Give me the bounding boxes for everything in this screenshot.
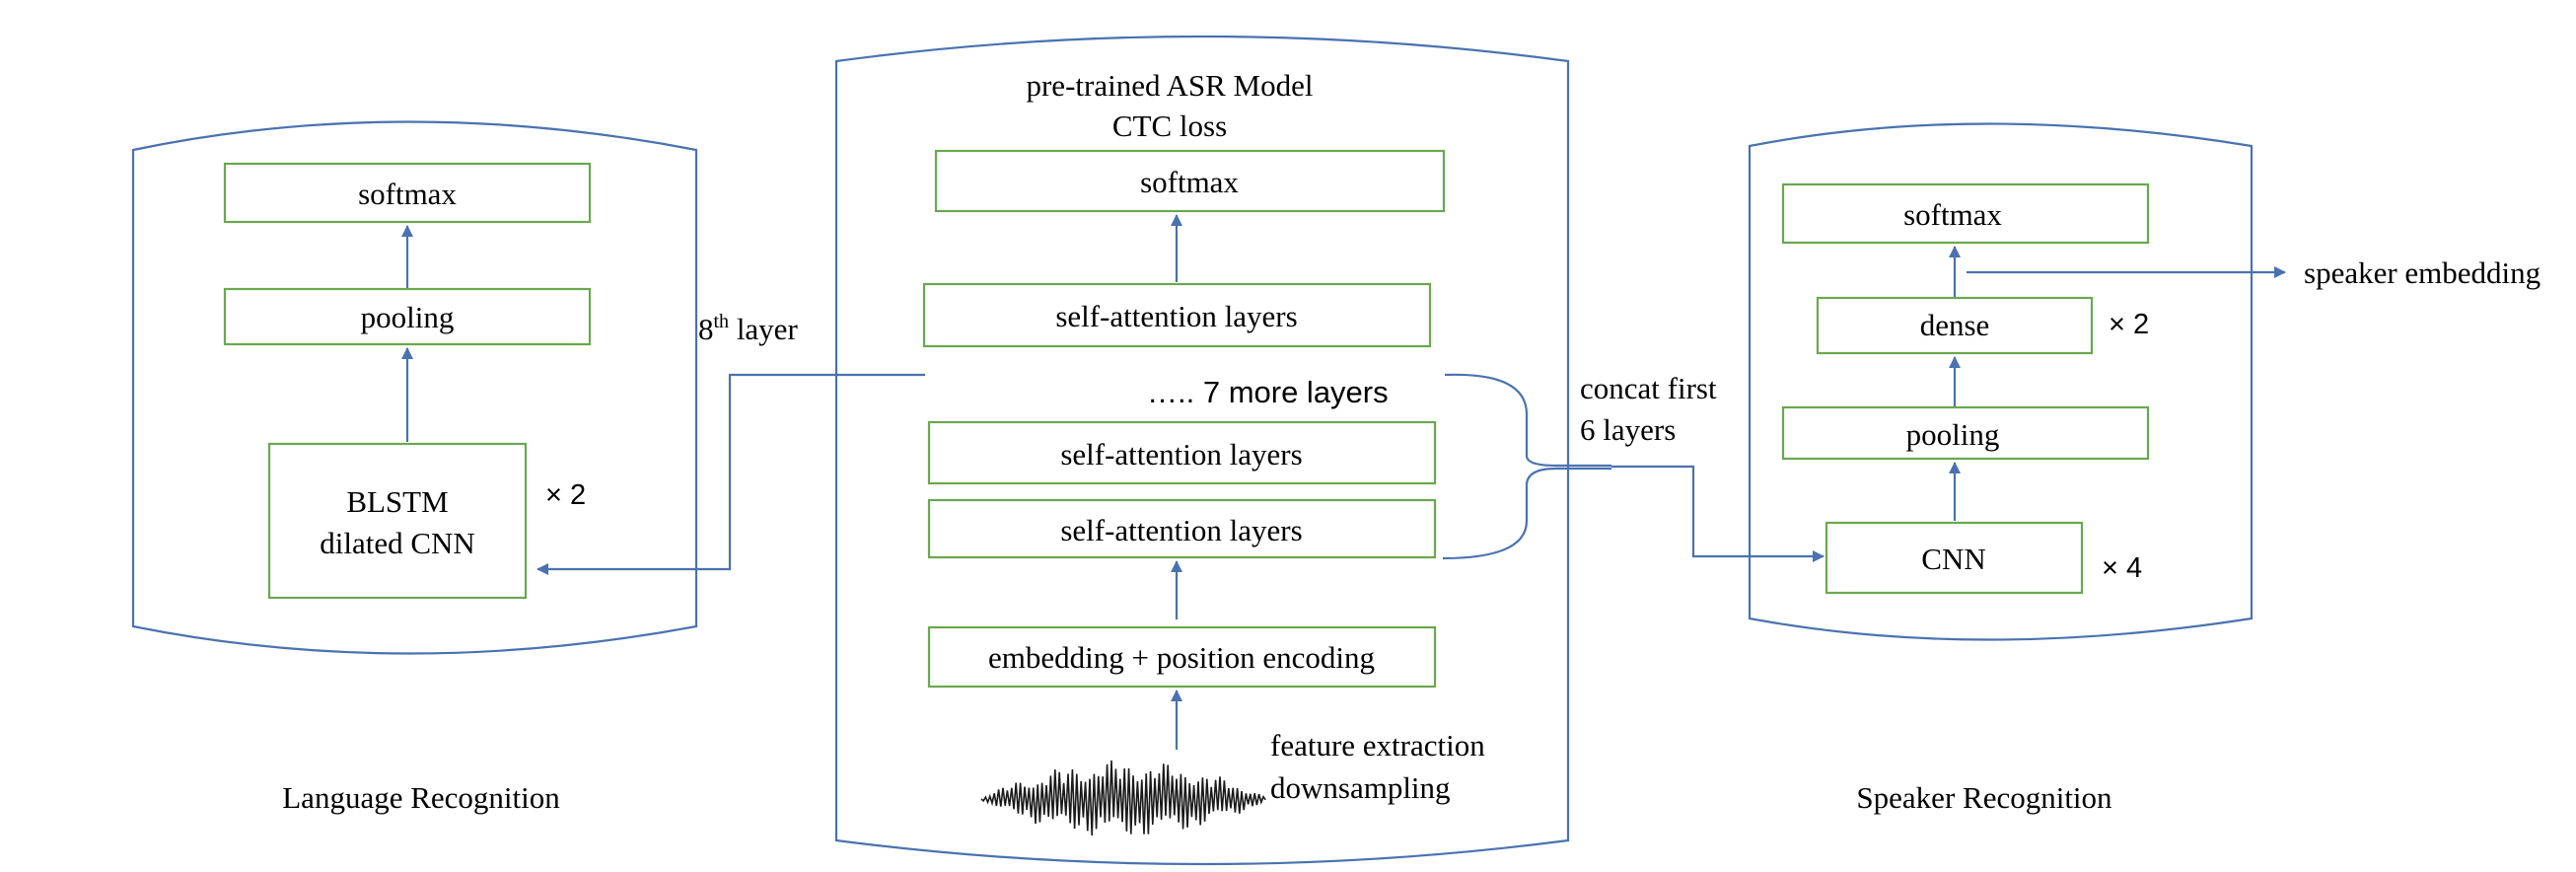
speaker-panel-cylinder bbox=[1748, 122, 2254, 641]
asr-self-attention-mid-box bbox=[927, 420, 1437, 485]
asr-panel-cylinder bbox=[834, 35, 1570, 866]
concat-connector-from-first-attention bbox=[1442, 467, 1611, 560]
concat-label-1: concat first bbox=[1580, 371, 1717, 405]
speaker-dense-box bbox=[1816, 296, 2094, 355]
language-softmax-label: softmax bbox=[358, 177, 457, 211]
asr-feature-label-2: downsampling bbox=[1270, 770, 1451, 805]
asr-self-attention-top-box bbox=[922, 282, 1432, 348]
speaker-cnn-box bbox=[1825, 521, 2084, 595]
speaker-softmax-box bbox=[1781, 182, 2150, 245]
language-recognition-caption: Language Recognition bbox=[282, 780, 560, 815]
asr-self-attention-low-label: self-attention layers bbox=[1060, 513, 1302, 547]
audio-waveform-icon bbox=[980, 760, 1266, 836]
concat-label-2: 6 layers bbox=[1580, 412, 1676, 447]
asr-feature-label-1: feature extraction bbox=[1270, 728, 1485, 763]
asr-self-attention-top-label: self-attention layers bbox=[1055, 299, 1297, 333]
asr-title-line2: CTC loss bbox=[1112, 109, 1227, 143]
language-pooling-label: pooling bbox=[361, 300, 455, 334]
language-panel-cylinder bbox=[131, 120, 698, 655]
asr-more-layers-label: ….. 7 more layers bbox=[1147, 375, 1389, 409]
asr-embedding-box bbox=[927, 625, 1437, 689]
eighth-layer-connector bbox=[537, 373, 925, 575]
speaker-recognition-panel: softmax speaker embedding dense × 2 pool… bbox=[1748, 122, 2540, 815]
asr-softmax-label: softmax bbox=[1140, 165, 1239, 199]
speaker-pooling-box bbox=[1781, 405, 2150, 461]
language-blstm-label-2: dilated CNN bbox=[320, 526, 475, 560]
speaker-dense-repeat-label: × 2 bbox=[2109, 309, 2149, 340]
speaker-softmax-label: softmax bbox=[1903, 197, 2002, 232]
asr-embedding-label: embedding + position encoding bbox=[988, 640, 1375, 675]
speaker-pooling-label: pooling bbox=[1906, 417, 2000, 452]
concat-to-cnn-connector bbox=[1611, 465, 1825, 562]
speaker-cnn-repeat-label: × 4 bbox=[2102, 552, 2142, 584]
language-softmax-box bbox=[223, 162, 592, 224]
language-blstm-box bbox=[267, 442, 528, 600]
language-blstm-label-1: BLSTM bbox=[346, 484, 448, 519]
asr-title-line1: pre-trained ASR Model bbox=[1026, 68, 1313, 103]
speaker-dense-label: dense bbox=[1920, 308, 1990, 342]
asr-self-attention-low-box bbox=[927, 498, 1437, 559]
language-repeat-label: × 2 bbox=[545, 479, 586, 511]
asr-self-attention-mid-label: self-attention layers bbox=[1060, 437, 1302, 472]
language-recognition-panel: softmax pooling BLSTM dilated CNN × 2 La… bbox=[131, 120, 698, 815]
speaker-cnn-label: CNN bbox=[1921, 542, 1985, 576]
asr-model-panel: pre-trained ASR Model CTC loss softmax s… bbox=[834, 35, 1570, 866]
speaker-embedding-label: speaker embedding bbox=[2304, 255, 2540, 290]
speaker-recognition-caption: Speaker Recognition bbox=[1856, 780, 2112, 815]
connectors: 8th layer concat first 6 layers bbox=[537, 311, 1825, 575]
language-pooling-box bbox=[223, 287, 592, 346]
eighth-layer-label: 8th layer bbox=[698, 311, 798, 346]
asr-softmax-box bbox=[934, 149, 1446, 213]
concat-connector-from-more-layers bbox=[1444, 373, 1611, 468]
